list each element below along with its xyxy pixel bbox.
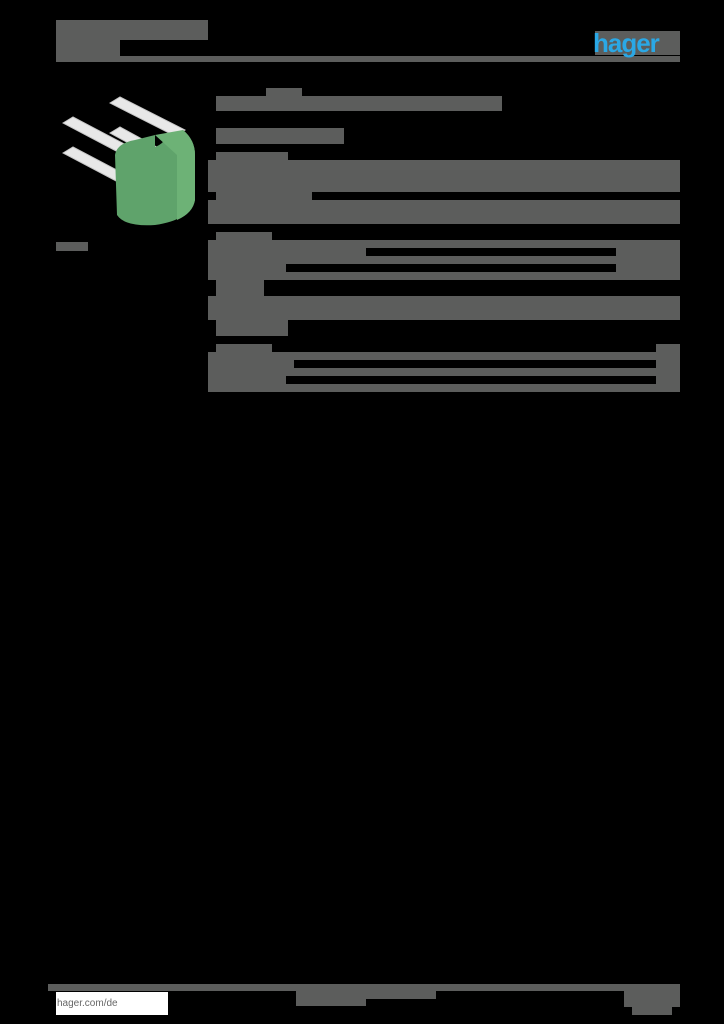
table-value (656, 376, 680, 384)
table-row (208, 296, 680, 320)
product-title (216, 96, 502, 111)
hager-logo: hager (593, 28, 660, 58)
table-row (208, 368, 680, 376)
section-heading (216, 232, 272, 242)
table-row (208, 360, 294, 368)
table-row-label (216, 320, 288, 336)
section-heading (216, 344, 272, 352)
table-value (656, 344, 680, 368)
table-row (208, 200, 680, 224)
logo-shadow (595, 31, 680, 55)
footer-info (296, 991, 436, 999)
footer-website-link[interactable]: hager.com/de (56, 992, 168, 1015)
table-row (208, 240, 680, 248)
table-row (208, 264, 286, 272)
article-number (56, 242, 88, 251)
table-row (208, 248, 366, 256)
header-rule (56, 56, 680, 62)
footer-info (296, 999, 366, 1006)
table-row (208, 272, 680, 280)
table-row (208, 376, 286, 384)
product-title-top (266, 88, 302, 96)
product-image (61, 96, 195, 226)
table-row-label (216, 190, 312, 200)
footer-page-number (632, 1007, 672, 1015)
table-value (616, 248, 680, 256)
footer-page (624, 984, 680, 1007)
product-subtitle (216, 128, 344, 144)
table-value (616, 264, 680, 272)
section-heading (216, 280, 264, 296)
table-row (208, 352, 680, 360)
table-row (208, 256, 680, 264)
table-row (208, 160, 680, 192)
header-title (56, 20, 208, 40)
section-heading (216, 152, 288, 162)
footer-rule (48, 984, 680, 991)
table-row (208, 384, 680, 392)
